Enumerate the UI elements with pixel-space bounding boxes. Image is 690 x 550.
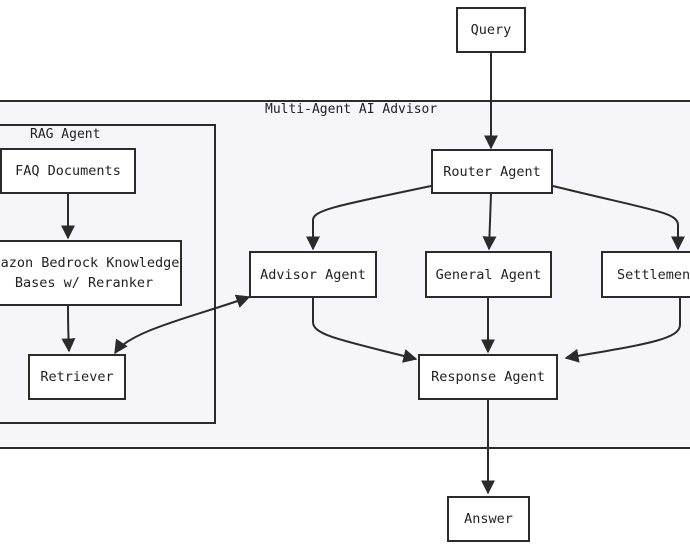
- response-agent-node: Response Agent: [418, 354, 558, 400]
- bedrock-label-line2: Bases w/ Reranker: [14, 275, 154, 291]
- router-agent-label: Router Agent: [443, 163, 541, 180]
- edge-router-advisor: [306, 185, 432, 251]
- settlement-agent-node: Settlement: [601, 251, 690, 298]
- multi-agent-advisor-label: Multi-Agent AI Advisor: [265, 102, 438, 117]
- advisor-agent-label: Advisor Agent: [260, 266, 366, 283]
- retriever-node: Retriever: [28, 354, 126, 400]
- answer-node: Answer: [447, 496, 530, 542]
- advisor-agent-node: Advisor Agent: [249, 251, 377, 298]
- bedrock-knowledge-bases-label: azon Bedrock Knowledge Bases w/ Reranker: [0, 253, 180, 293]
- edge-settlement-response: [564, 298, 681, 363]
- edge-advisor-response: [312, 298, 418, 363]
- answer-label: Answer: [464, 511, 513, 527]
- router-agent-node: Router Agent: [431, 149, 553, 194]
- retriever-label: Retriever: [40, 369, 114, 385]
- bedrock-label-line1: azon Bedrock Knowledge: [0, 255, 180, 271]
- query-label: Query: [470, 22, 512, 38]
- general-agent-label: General Agent: [435, 266, 542, 283]
- settlement-agent-label: Settlement: [617, 266, 690, 283]
- response-agent-label: Response Agent: [431, 369, 545, 385]
- edge-retriever-advisor: [114, 294, 251, 355]
- edge-router-settlement: [552, 185, 685, 251]
- query-node: Query: [456, 7, 526, 53]
- bedrock-knowledge-bases-node: azon Bedrock Knowledge Bases w/ Reranker: [0, 240, 182, 306]
- general-agent-node: General Agent: [425, 251, 552, 298]
- rag-agent-label: RAG Agent: [30, 127, 101, 142]
- edge-router-general: [482, 193, 497, 251]
- faq-documents-label: FAQ Documents: [15, 163, 121, 179]
- faq-documents-node: FAQ Documents: [0, 148, 136, 194]
- edge-bedrock-retriever: [61, 305, 76, 353]
